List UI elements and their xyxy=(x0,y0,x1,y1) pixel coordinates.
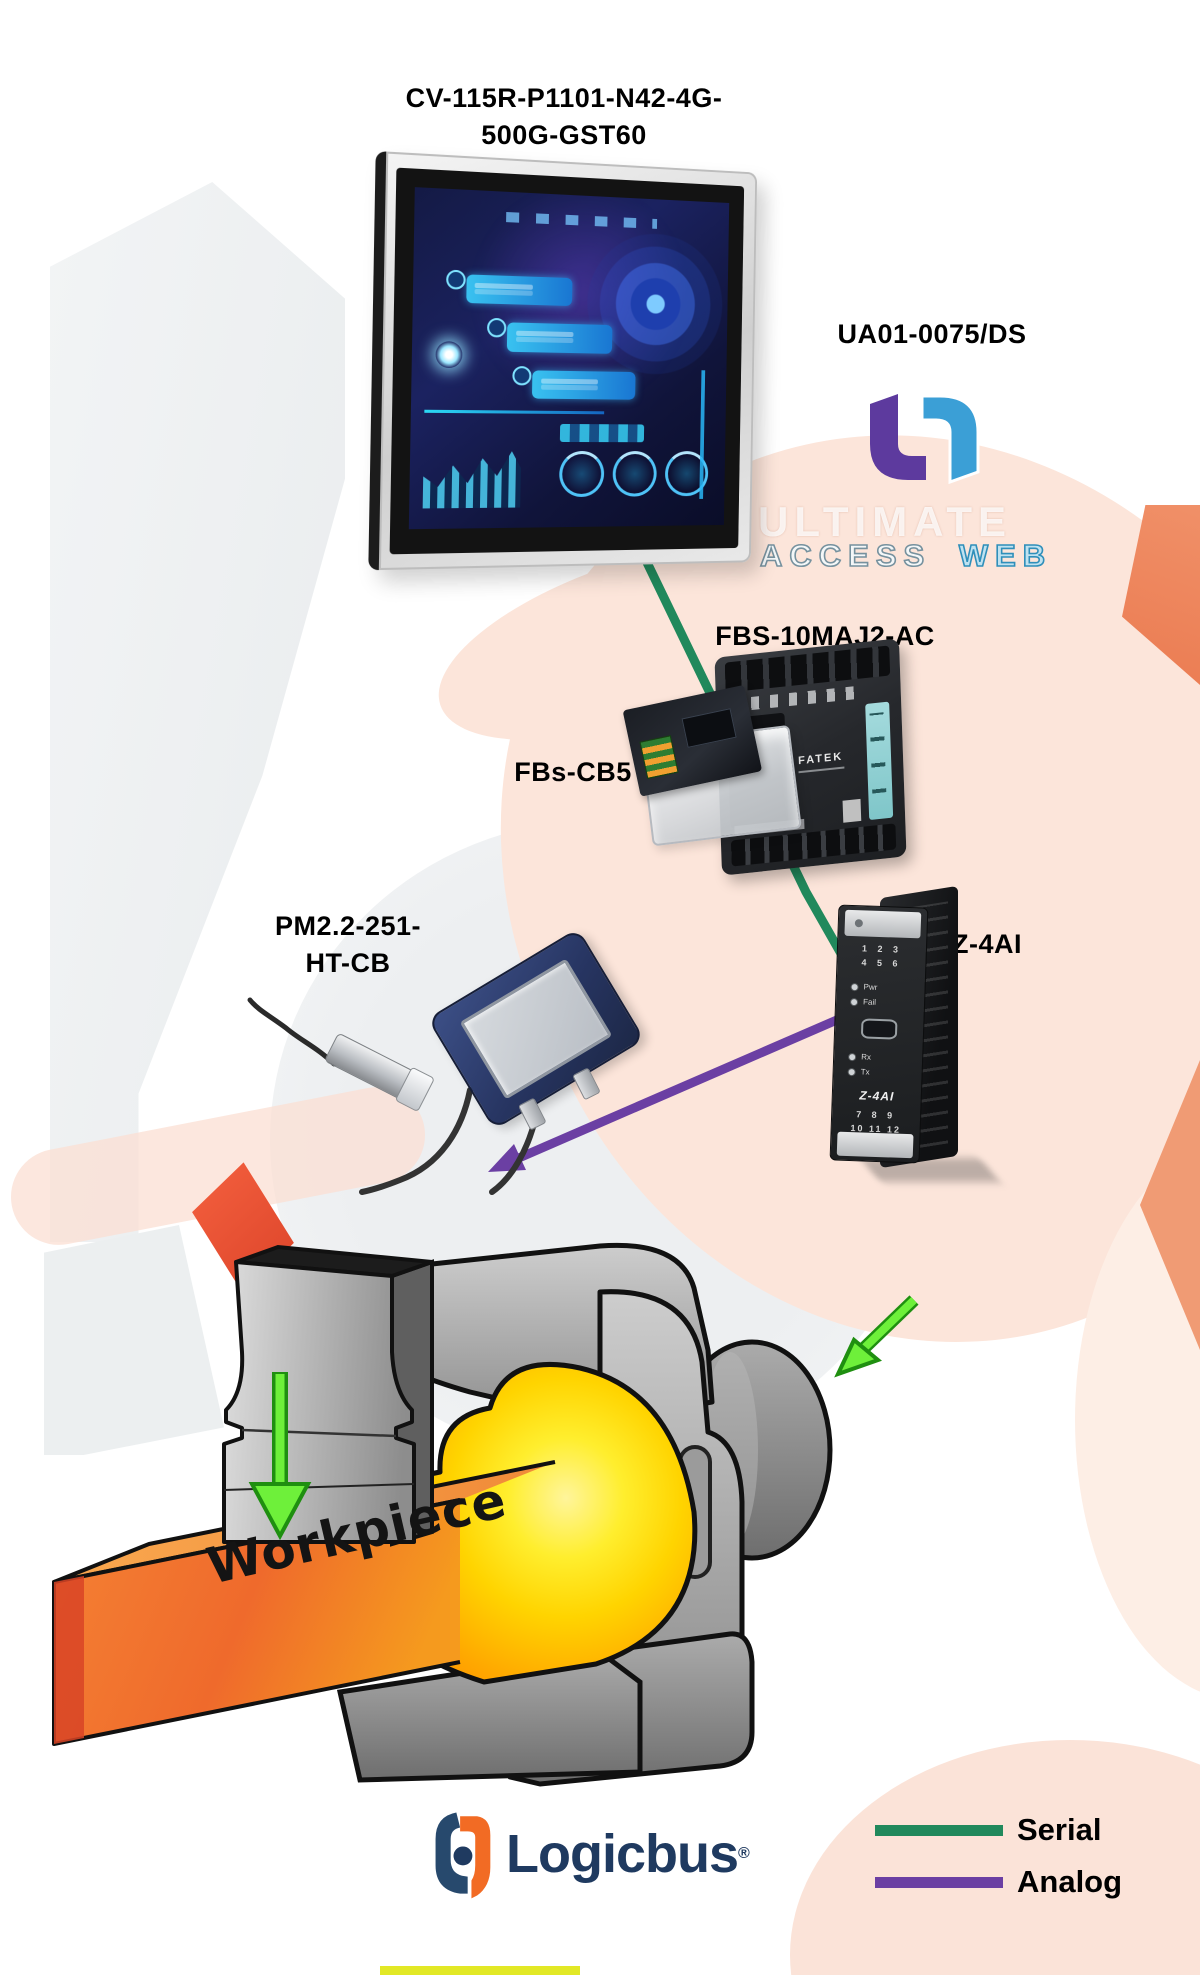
access-word: ACCESS xyxy=(759,537,932,574)
rx-led-icon xyxy=(848,1052,857,1061)
analog-module-model-label: Z-4AI xyxy=(952,929,1022,959)
logicbus-dot xyxy=(453,1846,473,1866)
analog-legend-line-icon xyxy=(875,1876,1003,1888)
screen-card xyxy=(487,318,613,354)
comm-board-chip xyxy=(681,708,737,748)
logicbus-orange-bracket xyxy=(460,1816,491,1899)
forging-illustration: Workpiece xyxy=(52,1242,919,1787)
plc-snap-tab xyxy=(842,798,862,823)
pyrometer-model-line2: HT-CB xyxy=(305,948,391,978)
terminal-numbers-top-2: 4 5 6 xyxy=(861,957,902,969)
screen-divider xyxy=(424,409,605,415)
gauge-icon xyxy=(559,450,605,497)
screen-star-glow-icon xyxy=(434,341,463,369)
analog-legend-label: Analog xyxy=(1017,1864,1123,1899)
panel-screen xyxy=(408,187,730,530)
fail-led-icon xyxy=(849,997,859,1006)
logo-n-glyph xyxy=(920,394,980,484)
analog-module-front: 1 2 3 4 5 6 Pwr Fail Rx Tx Z-4AI 7 8 9 1… xyxy=(829,904,929,1164)
legend-row-analog: Analog xyxy=(875,1862,1122,1902)
panel-pc-model-line1: CV-115R-P1101-N42-4G- xyxy=(405,83,723,113)
din-clip xyxy=(836,1131,914,1159)
comm-board-image xyxy=(622,684,804,849)
press-direction-arrow-icon xyxy=(248,1372,312,1541)
screen-card xyxy=(445,269,573,307)
screen-segment-bar xyxy=(559,424,645,443)
ultimate-access-logo-mark xyxy=(870,394,980,484)
logicbus-wordmark: Logicbus xyxy=(506,1824,739,1884)
access-web-wordmark: ACCESS WEB xyxy=(759,537,1053,574)
background-bottom-sliver xyxy=(380,1966,580,1975)
serial-legend-line-icon xyxy=(875,1824,1003,1836)
plc-teal-stripe xyxy=(865,701,894,821)
panel-pc-model-line2: 500G-GST60 xyxy=(481,120,647,150)
pyrometer-model-label: PM2.2-251- HT-CB xyxy=(258,908,438,982)
screen-bar-chart xyxy=(423,437,522,509)
ultimate-watermark-text: ULTIMATE xyxy=(758,498,1013,545)
panel-pc-model-label: CV-115R-P1101-N42-4G- 500G-GST60 xyxy=(364,80,764,154)
feed-direction-arrow-icon xyxy=(834,1295,919,1378)
panel-pc-image xyxy=(368,150,758,571)
gauge-icon xyxy=(612,450,657,497)
pwr-led-icon xyxy=(850,982,859,991)
usb-port-icon xyxy=(860,1018,898,1040)
legend: Serial Analog xyxy=(875,1810,1122,1914)
analog-module-front-label: Z-4AI xyxy=(859,1088,895,1104)
web-word: WEB xyxy=(958,537,1053,574)
analog-module-image: 1 2 3 4 5 6 Pwr Fail Rx Tx Z-4AI 7 8 9 1… xyxy=(829,885,1001,1182)
led-row-rx: Rx xyxy=(848,1052,871,1062)
gateway-model-label: UA01-0075/DS xyxy=(837,319,1027,349)
legend-row-serial: Serial xyxy=(875,1810,1122,1850)
hot-workpiece-section xyxy=(385,1362,698,1685)
die-punch-upper xyxy=(222,1244,434,1547)
led-row-fail: Fail xyxy=(849,997,876,1007)
logicbus-blue-bracket xyxy=(435,1812,468,1894)
logo-u-glyph xyxy=(870,394,926,480)
serial-legend-label: Serial xyxy=(1017,1812,1102,1847)
led-row-tx: Tx xyxy=(847,1067,870,1077)
comm-board-model-label: FBs-CB5 xyxy=(514,757,632,787)
comm-board-connector xyxy=(639,735,679,779)
din-clip xyxy=(844,909,922,939)
registered-trademark-icon: ® xyxy=(738,1845,750,1862)
led-row-pwr: Pwr xyxy=(850,982,878,992)
screen-card xyxy=(512,365,636,400)
logicbus-logo: Logicbus ® xyxy=(428,1806,750,1902)
pyrometer-model-line1: PM2.2-251- xyxy=(274,911,422,941)
logicbus-logo-mark xyxy=(435,1812,491,1899)
tx-led-icon xyxy=(847,1067,856,1076)
